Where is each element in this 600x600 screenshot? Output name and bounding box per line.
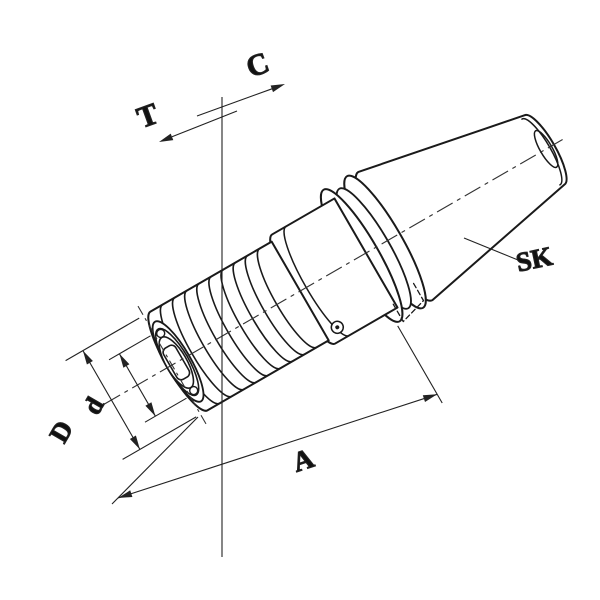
outer-diameter-arrowhead-top-icon bbox=[82, 350, 93, 365]
tool-holder-body bbox=[147, 113, 568, 412]
label-outer-diameter: D bbox=[43, 416, 79, 448]
axis-centerline bbox=[104, 139, 563, 405]
label-taper: SK bbox=[513, 241, 554, 278]
compression-arrow-line bbox=[196, 88, 273, 117]
tension-arrowhead-icon bbox=[159, 133, 174, 142]
compression-arrowhead-icon bbox=[270, 84, 285, 93]
face-centerline bbox=[137, 305, 207, 425]
length-arrowhead-right-icon bbox=[422, 394, 438, 402]
label-tension: T bbox=[133, 97, 163, 135]
length-arrowhead-left-icon bbox=[118, 490, 133, 498]
outer-diameter-arrowhead-bottom-icon bbox=[129, 435, 140, 450]
centerlines bbox=[104, 139, 563, 425]
ext-line-outer-top bbox=[65, 317, 140, 362]
dim-compression: C bbox=[196, 45, 285, 117]
ext-line-outer-bottom bbox=[122, 416, 197, 460]
bore-diameter-arrowhead-bottom-icon bbox=[145, 402, 156, 417]
label-bore-diameter: d bbox=[77, 392, 110, 419]
label-compression: C bbox=[242, 46, 274, 84]
bore-diameter-arrowhead-top-icon bbox=[119, 353, 130, 368]
ball-detail-bottom bbox=[188, 385, 199, 396]
ext-line-bore-bottom bbox=[144, 397, 187, 423]
ball-detail-top bbox=[155, 328, 166, 339]
taper-leader-line bbox=[463, 237, 519, 261]
ext-line-bore-top bbox=[108, 335, 151, 361]
outer-diameter-dim-line bbox=[82, 350, 141, 450]
length-ext-line-right bbox=[397, 325, 443, 404]
set-screw-dot bbox=[335, 325, 340, 330]
tension-arrow-line bbox=[171, 110, 238, 138]
label-length: A bbox=[289, 443, 319, 479]
length-ext-line-left bbox=[111, 416, 199, 505]
dim-tension: T bbox=[132, 97, 238, 142]
drive-key-slot bbox=[392, 282, 425, 323]
length-dim-line bbox=[117, 393, 438, 499]
